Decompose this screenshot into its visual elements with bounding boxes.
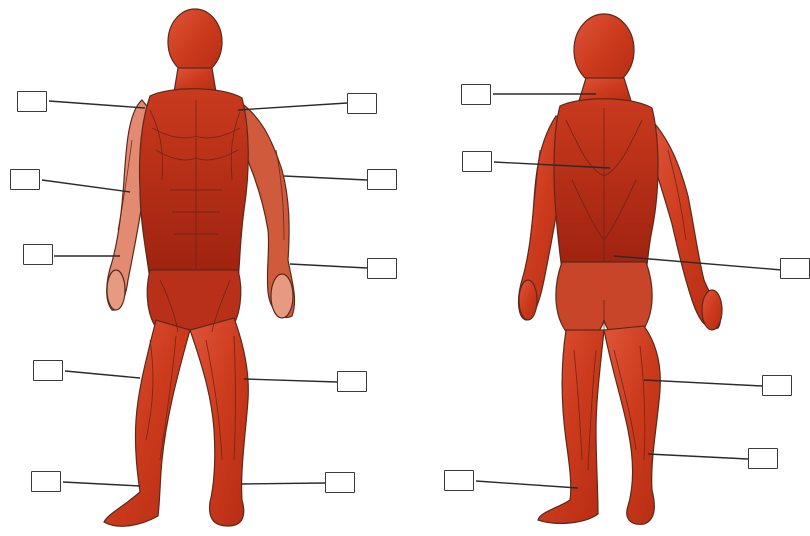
label-box-posterior-2[interactable] <box>462 151 492 172</box>
label-box-anterior-3[interactable] <box>23 244 53 265</box>
label-box-posterior-5[interactable] <box>748 448 778 469</box>
label-box-posterior-4[interactable] <box>762 375 792 396</box>
leader-line <box>648 454 748 459</box>
label-box-anterior-5[interactable] <box>31 471 61 492</box>
anterior-figure <box>104 9 295 526</box>
leader-line <box>63 482 140 486</box>
anterior-head <box>168 9 222 75</box>
label-box-anterior-1[interactable] <box>17 91 47 112</box>
leader-line <box>238 103 347 110</box>
label-box-anterior-4[interactable] <box>33 360 63 381</box>
anterior-left-leg <box>104 320 190 526</box>
posterior-left-hand <box>519 280 537 320</box>
label-box-anterior-9[interactable] <box>337 371 367 392</box>
leader-line <box>242 483 325 484</box>
label-box-anterior-2[interactable] <box>10 169 40 190</box>
posterior-head <box>574 14 634 86</box>
label-box-posterior-1[interactable] <box>461 84 491 105</box>
label-box-anterior-7[interactable] <box>367 169 397 190</box>
leader-line <box>244 379 337 382</box>
label-box-posterior-6[interactable] <box>444 470 474 491</box>
leader-line <box>476 481 578 488</box>
leader-line <box>42 180 130 192</box>
leader-line <box>284 176 367 180</box>
posterior-figure <box>519 14 722 524</box>
anterior-left-hand <box>107 270 125 310</box>
leader-line <box>644 380 762 386</box>
label-box-posterior-3[interactable] <box>780 258 810 279</box>
leader-line <box>49 101 145 108</box>
anterior-right-hand <box>271 274 293 318</box>
posterior-right-leg <box>604 326 660 524</box>
anterior-torso <box>139 89 248 280</box>
posterior-right-hand <box>702 290 722 330</box>
label-box-anterior-8[interactable] <box>367 258 397 279</box>
posterior-left-leg <box>538 330 604 523</box>
leader-line <box>65 371 140 378</box>
label-box-anterior-10[interactable] <box>325 472 355 493</box>
leader-line <box>290 264 367 268</box>
posterior-torso <box>554 99 658 270</box>
label-box-anterior-6[interactable] <box>347 93 377 114</box>
